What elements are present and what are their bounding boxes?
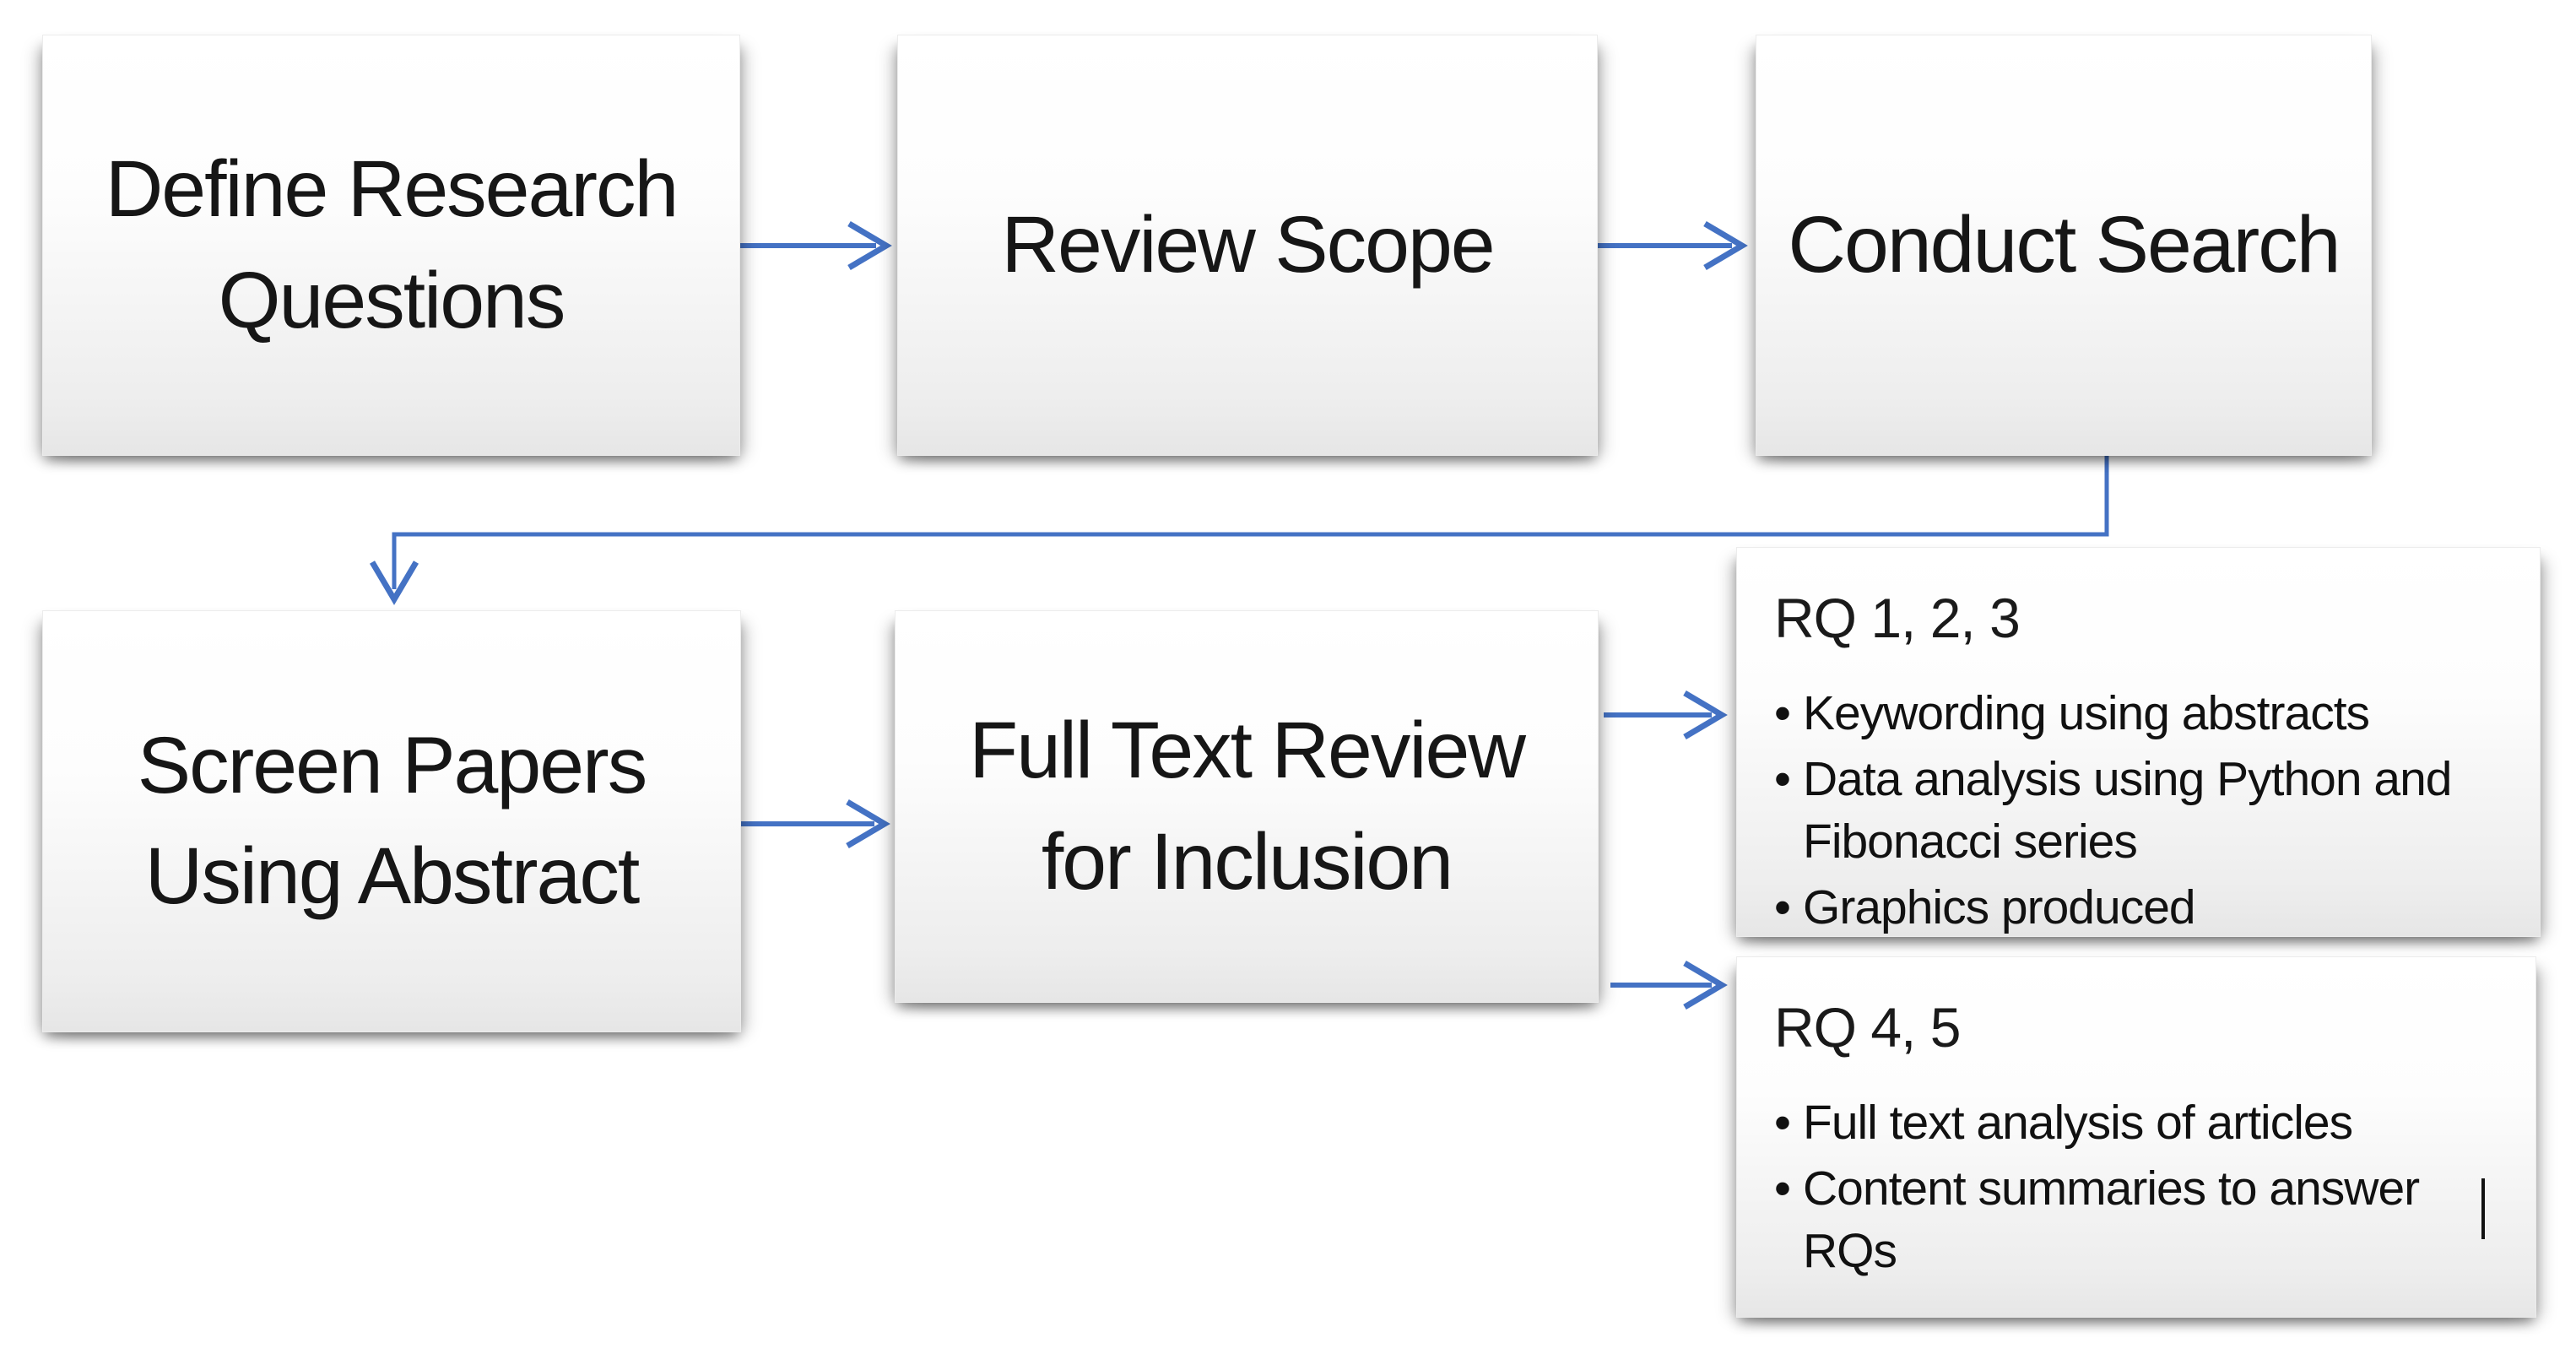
bullet-text: Graphics produced — [1803, 880, 2196, 935]
bullet-icon: • — [1774, 1162, 1791, 1216]
box-screen-papers: Screen Papers Using Abstract — [42, 610, 741, 1032]
bullet-text: Keywording using abstracts — [1803, 686, 2370, 741]
list-item: • Full text analysis of articles — [1774, 1091, 2488, 1154]
box-review-scope: Review Scope — [897, 35, 1598, 456]
arrow-conduct-to-screen — [369, 456, 2109, 605]
rq45-title: RQ 4, 5 — [1774, 996, 1961, 1059]
rq123-title: RQ 1, 2, 3 — [1774, 587, 2021, 649]
bullet-icon: • — [1774, 1096, 1791, 1151]
bullet-text-wrap: Fibonacci series — [1803, 815, 2138, 869]
list-item: • Keywording using abstracts — [1774, 682, 2492, 745]
box-rq-1-2-3: RQ 1, 2, 3 • Keywording using abstracts … — [1736, 547, 2541, 937]
arrow-define-to-review — [740, 220, 892, 271]
arrow-review-to-conduct — [1598, 220, 1748, 271]
bullet-text: Content summaries to answer — [1803, 1162, 2420, 1216]
bullet-text: Full text analysis of articles — [1803, 1096, 2353, 1151]
list-item: • Graphics produced — [1774, 876, 2492, 939]
arrow-fulltext-to-rq123 — [1604, 690, 1728, 740]
box-label: Review Scope — [1001, 199, 1495, 290]
box-label: Screen Papers Using Abstract — [137, 720, 647, 921]
bullet-text: Data analysis using Python and — [1803, 752, 2453, 807]
box-conduct-search: Conduct Search — [1756, 35, 2372, 456]
bullet-icon: • — [1774, 752, 1791, 807]
box-label: Full Text Review for Inclusion — [969, 706, 1526, 907]
bullet-text-wrap: RQs — [1803, 1224, 1897, 1279]
box-label: Define Research Questions — [105, 144, 679, 345]
list-item: • Content summaries to answer RQs — [1774, 1157, 2488, 1282]
box-label: Conduct Search — [1788, 199, 2341, 290]
arrow-screen-to-fulltext — [741, 799, 890, 849]
bullet-icon: • — [1774, 686, 1791, 741]
text-cursor — [2481, 1178, 2485, 1239]
box-full-text-review: Full Text Review for Inclusion — [895, 610, 1599, 1003]
box-define-research-questions: Define Research Questions — [42, 35, 740, 456]
arrow-fulltext-to-rq45 — [1610, 960, 1728, 1010]
bullet-icon: • — [1774, 880, 1791, 935]
list-item: • Data analysis using Python and Fibonac… — [1774, 748, 2492, 873]
box-rq-4-5: RQ 4, 5 • Full text analysis of articles… — [1736, 956, 2536, 1318]
